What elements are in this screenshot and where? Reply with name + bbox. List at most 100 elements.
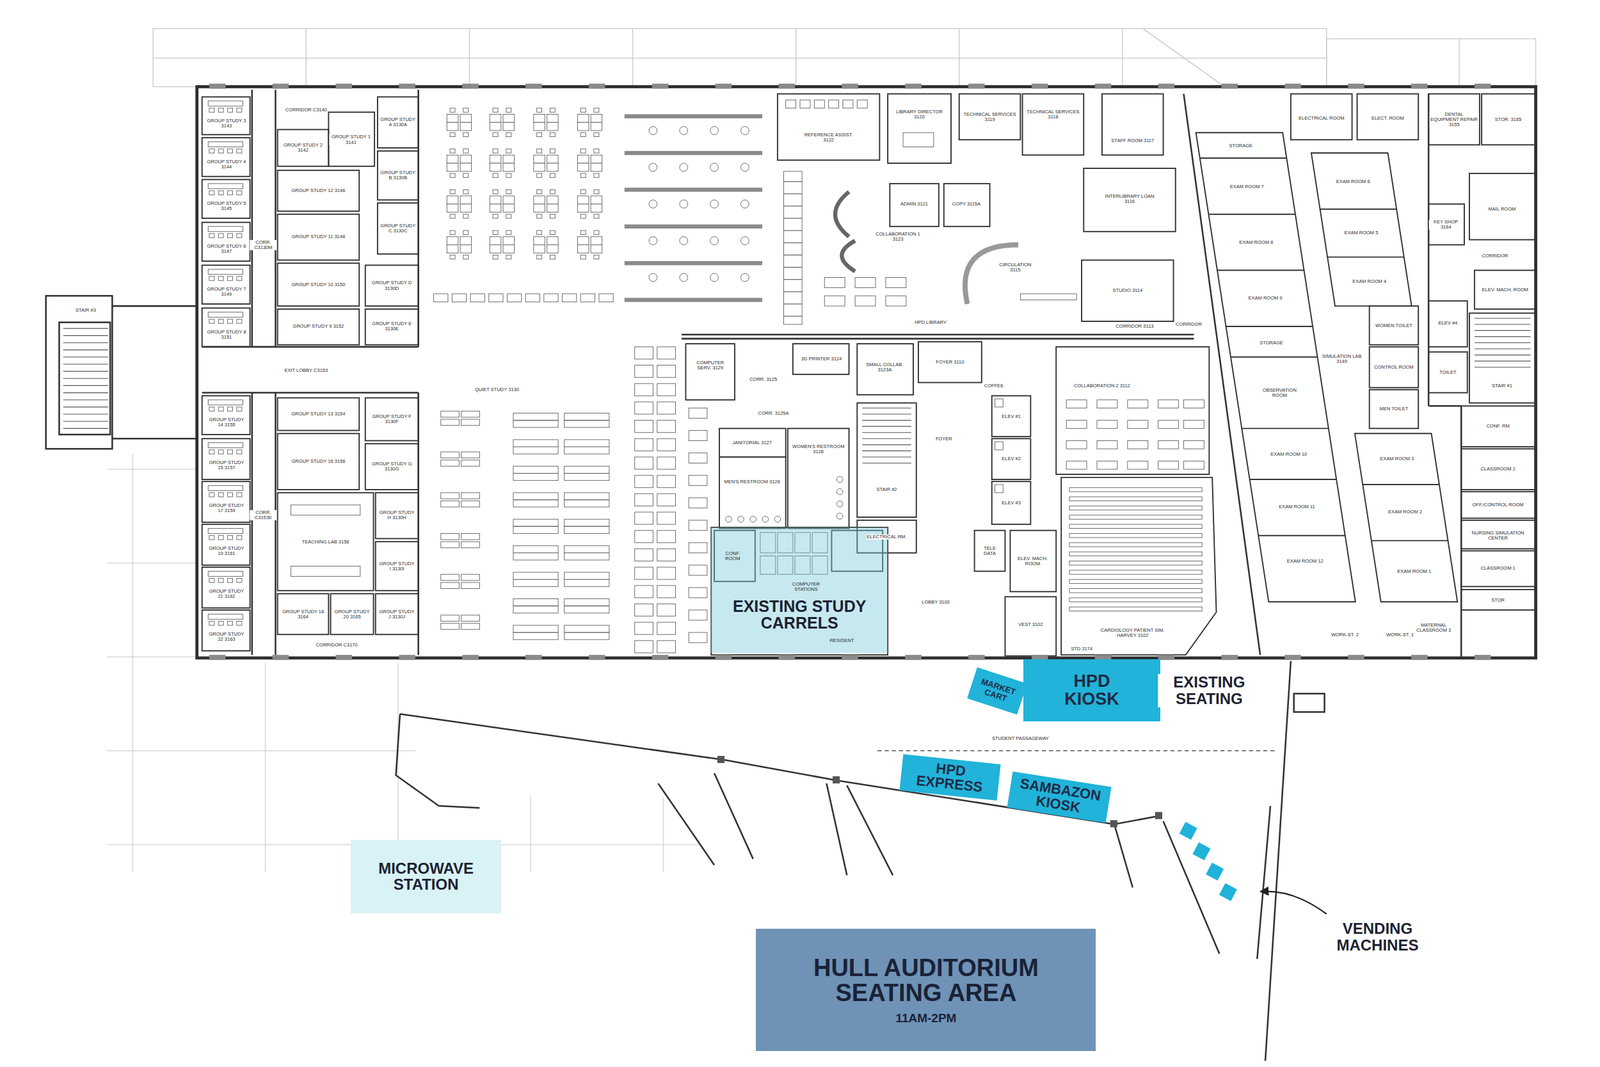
shelf (624, 151, 763, 155)
room-outline-part (277, 398, 360, 431)
carrel (562, 293, 577, 303)
room-outline-part (792, 343, 850, 375)
chair (536, 149, 543, 153)
table (208, 142, 243, 148)
room-label: COLLABORATION 2 3112 (1073, 383, 1131, 389)
carrel (657, 512, 676, 525)
room-label: REFERENCE ASSIST. 3122 (798, 132, 860, 143)
carrel (634, 420, 654, 433)
room-outline-part (375, 541, 419, 591)
window-mark (841, 83, 859, 89)
table (564, 412, 610, 427)
chair (536, 254, 543, 259)
stair-step (63, 428, 109, 429)
room-label: STOR (1490, 597, 1506, 603)
room-divider (1226, 325, 1314, 328)
room-outline-part (1083, 168, 1176, 232)
room-label: MEN'S RESTROOM 3128 (723, 479, 781, 485)
text-group: MARKET CART (972, 675, 1021, 706)
room-label: TECHNICAL SERVICES 3118 (1025, 108, 1082, 120)
site-context-part (1121, 28, 1123, 88)
chair (492, 149, 498, 153)
table (208, 613, 243, 619)
room-label: WORK-ST. 2 (1330, 632, 1360, 638)
carrel (634, 383, 654, 396)
chair (580, 230, 586, 235)
chair (580, 173, 586, 178)
outdoor-structure-part (1265, 661, 1291, 1062)
room-label: CORR. 3125A (757, 410, 790, 416)
chair (593, 132, 600, 137)
room-outline-part (944, 183, 991, 227)
room-label: GROUP STUDY 7 3149 (206, 286, 248, 297)
table (564, 545, 610, 560)
room-divider (1258, 535, 1346, 537)
room-label: EXIT LOBBY C3153 (283, 368, 329, 374)
wall-part (274, 392, 277, 656)
chair (549, 189, 555, 194)
furniture-piece (489, 163, 502, 172)
furniture-piece (440, 541, 460, 548)
table (1158, 400, 1179, 409)
chair (506, 230, 512, 235)
chair (227, 233, 233, 238)
room-outline-part (959, 94, 1021, 141)
chair (227, 276, 233, 281)
chair (593, 230, 600, 235)
site-context-part (469, 28, 470, 88)
furniture-piece (460, 154, 472, 164)
text-group: EXISTING STUDY CARRELS (716, 598, 883, 632)
callout-label: EXISTING SEATING (1158, 673, 1261, 708)
table (290, 504, 360, 516)
furniture-piece (489, 122, 502, 131)
room-outline-part (202, 222, 251, 262)
room-outline-part (277, 492, 374, 591)
desk (688, 520, 708, 531)
table (513, 492, 559, 507)
elevator-car (995, 398, 1004, 408)
table-line (513, 526, 559, 527)
kiosk-box: MARKET CART (967, 666, 1028, 715)
desk (688, 587, 708, 598)
furniture-piece (533, 204, 546, 213)
room-outline-part (887, 94, 952, 164)
carrel (580, 293, 595, 303)
table-line (564, 632, 610, 633)
stair-step (63, 392, 109, 393)
table (513, 572, 559, 587)
furniture-piece (577, 195, 589, 205)
chair (593, 189, 600, 194)
vending-machines-part (1219, 883, 1238, 902)
window-mark (1474, 654, 1492, 660)
room-label: GROUP STUDY H 3130H (377, 510, 417, 521)
carrel (657, 622, 676, 635)
room-outline-part (1102, 94, 1164, 156)
desk (688, 430, 708, 441)
fixture (741, 199, 750, 208)
furniture-piece (590, 236, 603, 246)
furniture-piece (460, 163, 472, 172)
window-mark (272, 83, 290, 89)
table (824, 295, 845, 306)
table (564, 492, 610, 507)
fixture (648, 273, 658, 282)
carrel (634, 603, 654, 616)
seat-row (1069, 515, 1202, 520)
room-divider (1217, 269, 1305, 271)
room-outline-part (202, 264, 251, 304)
room-label: STAIR #2 (876, 487, 898, 493)
shelf-line (783, 217, 802, 219)
desk (688, 475, 708, 486)
chair (209, 149, 215, 153)
seat-row (1069, 533, 1202, 538)
window-mark (462, 654, 479, 660)
room-outline-part (377, 96, 419, 148)
chair (449, 173, 456, 178)
room-label: EXAM ROOM 7 (1229, 184, 1265, 190)
room-label: FOYER (935, 436, 953, 442)
opening-hours: 11AM-2PM (895, 1011, 957, 1024)
fixture (774, 515, 781, 523)
table (564, 598, 610, 613)
chair (549, 149, 555, 153)
window-mark (778, 83, 796, 89)
